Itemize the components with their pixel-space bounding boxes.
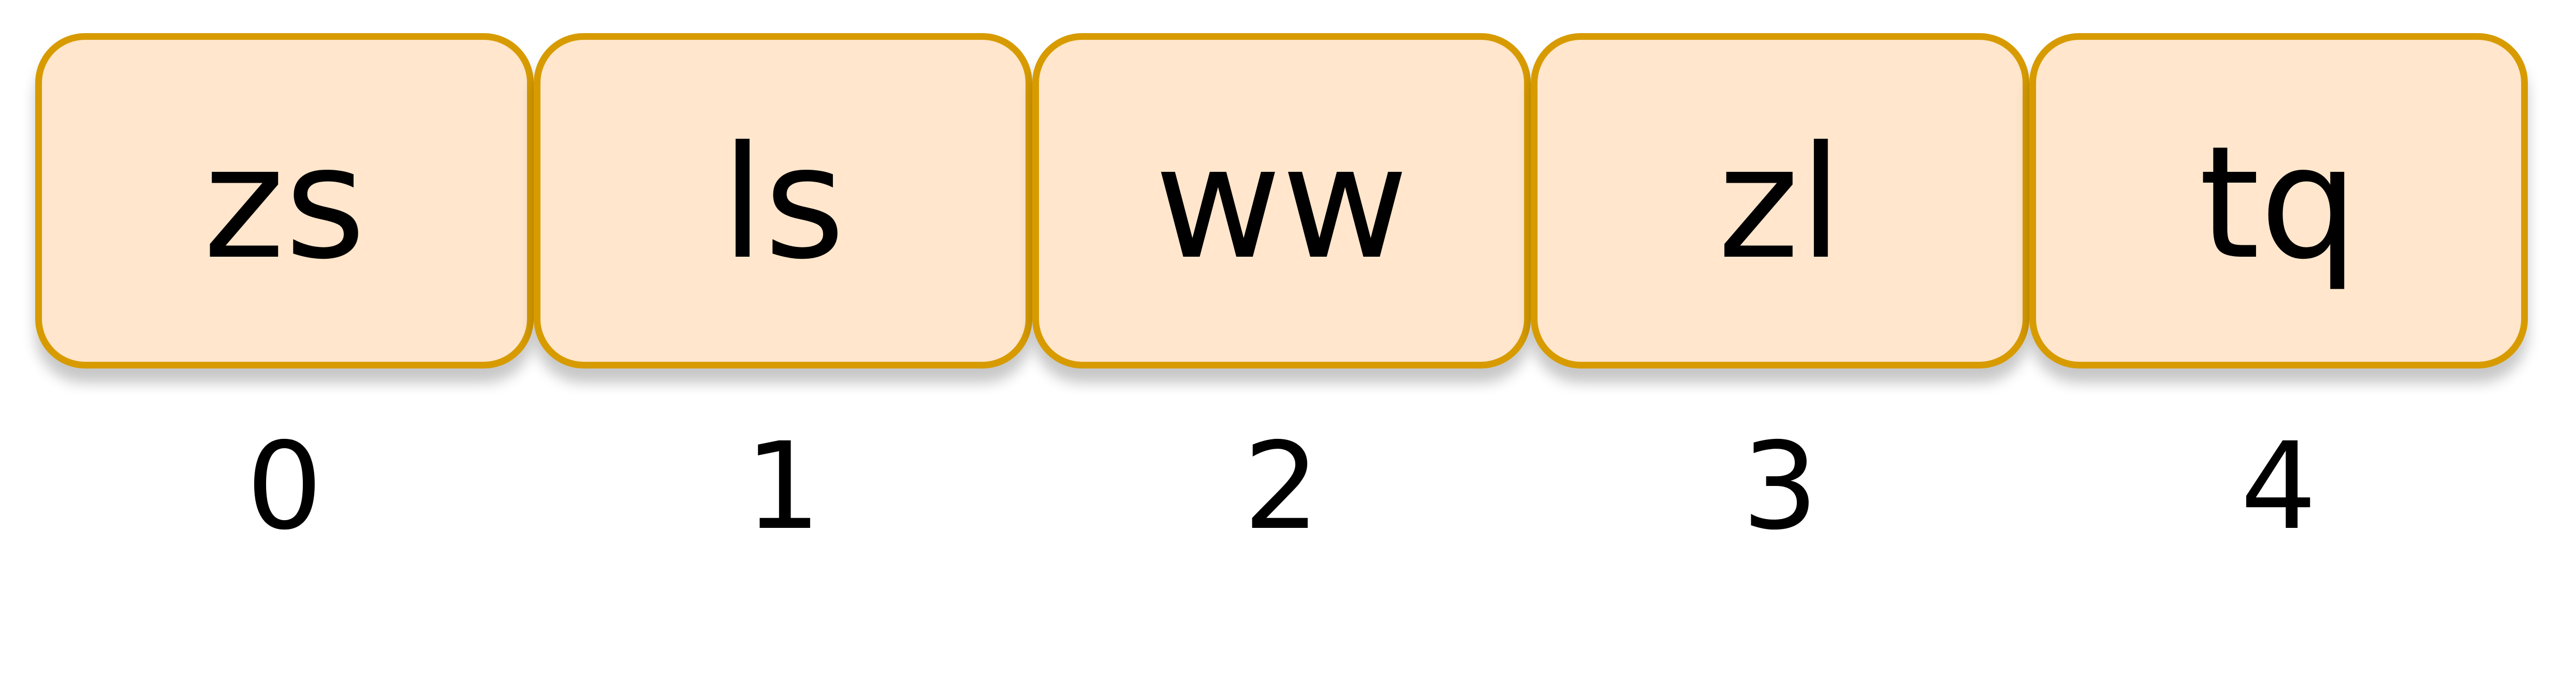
cell-label: ls	[721, 113, 845, 293]
cell-label: zs	[203, 113, 366, 293]
array-indices: 0 1 2 3 4	[35, 417, 2528, 556]
array-cell: tq	[2029, 33, 2528, 368]
array-cells: zs ls ww zl tq	[35, 33, 2528, 368]
index-label: 4	[2240, 417, 2317, 556]
index-label: 2	[1243, 417, 1320, 556]
array-cell: ls	[534, 33, 1032, 368]
array-cell: ww	[1032, 33, 1531, 368]
cell-label: ww	[1154, 113, 1409, 293]
array-cell: zs	[35, 33, 534, 368]
index-label: 1	[744, 417, 822, 556]
index-label: 3	[1741, 417, 1819, 556]
cell-label: zl	[1718, 113, 1842, 293]
cell-label: tq	[2199, 113, 2359, 293]
index-label: 0	[246, 417, 323, 556]
array-cell: zl	[1531, 33, 2029, 368]
